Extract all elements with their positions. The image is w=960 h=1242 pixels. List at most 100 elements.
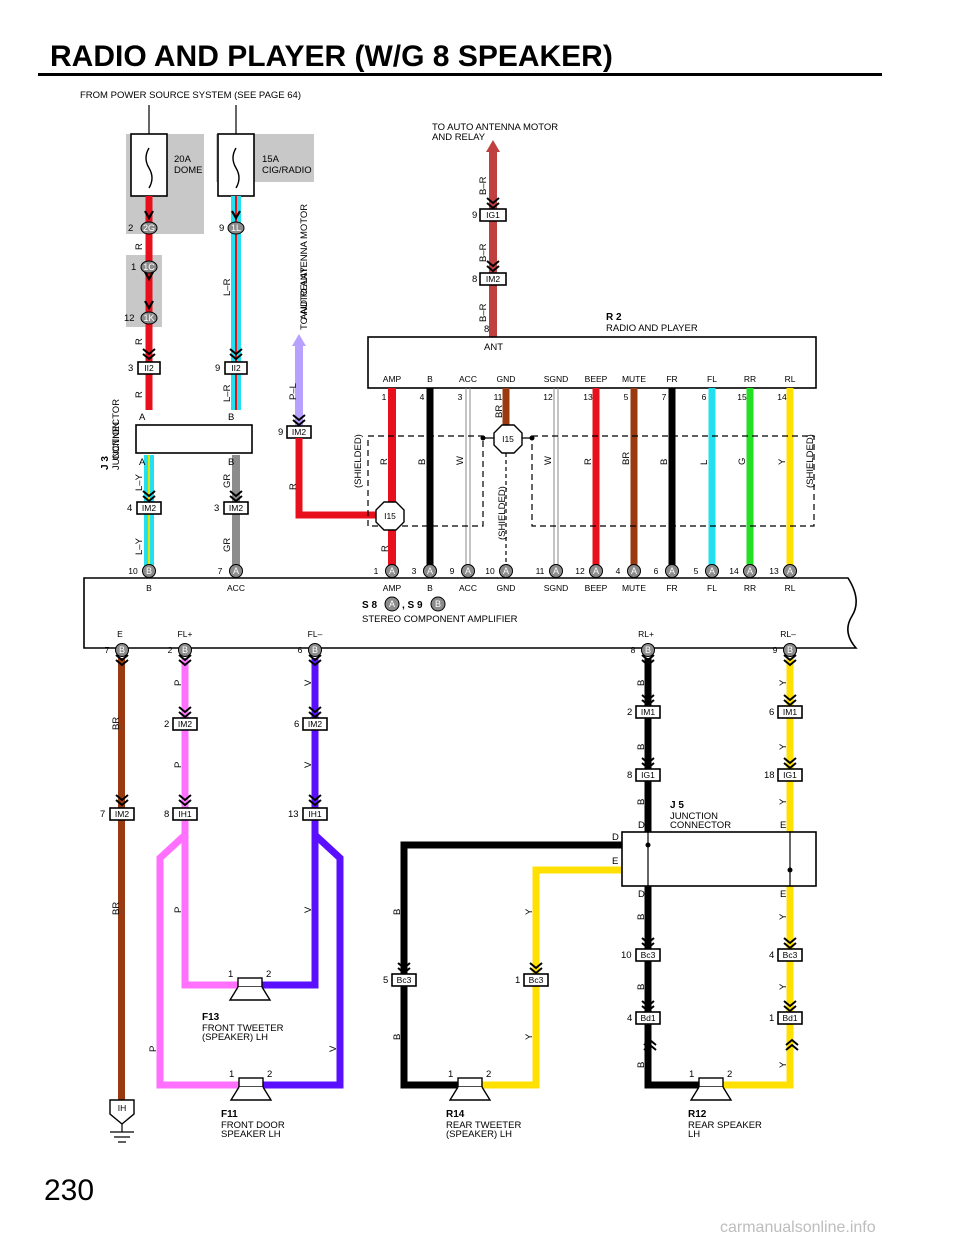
connector-chevron-icon — [178, 794, 192, 807]
fuse-cig-radio-body — [217, 133, 255, 197]
ground-point-ih — [109, 1099, 135, 1125]
speaker-name: FRONT TWEETER — [202, 1023, 284, 1034]
wire-color-label: P — [173, 907, 184, 913]
amplifier-pin-number: 6 — [298, 645, 303, 655]
speaker-icon — [228, 986, 272, 1001]
amplifier-pin-connector: B — [787, 645, 793, 655]
amplifier-pin-number: 10 — [485, 566, 495, 576]
speaker-pin-number: 1 — [228, 969, 233, 980]
amplifier-pin-label: FR — [666, 583, 677, 593]
shielded-region — [531, 435, 815, 527]
connector-IM2 — [109, 807, 135, 821]
connector-IM2-label: IM2 — [229, 503, 243, 513]
junction-dot — [645, 842, 651, 848]
wire-color-label: Y — [778, 743, 789, 750]
wire-color-label: Y — [524, 1033, 535, 1040]
fuse-dome-amp: 20A — [174, 154, 192, 165]
pin-number: 9 — [215, 363, 220, 374]
connector-chevron-icon — [783, 694, 797, 707]
amplifier-output-label: FL– — [308, 629, 323, 639]
amplifier-pin-number: 3 — [412, 566, 417, 576]
wire-color-label: BR — [111, 717, 122, 730]
connector-chevron-icon — [529, 962, 543, 975]
amplifier-pin-connector: B — [312, 645, 318, 655]
pin-number: 13 — [288, 809, 299, 820]
amplifier-pin-label: RR — [744, 583, 756, 593]
fuse-dome-body — [130, 133, 168, 197]
amplifier-pin-label: BEEP — [585, 583, 608, 593]
connector-1L — [227, 221, 245, 235]
shielded-region — [367, 435, 484, 527]
amplifier-pin-connector: A — [389, 566, 395, 576]
connector-1C-label: 1C — [143, 262, 155, 272]
wire-color-label: V — [303, 761, 314, 768]
amplifier-pin-badge — [549, 564, 563, 578]
connector-chevron-icon — [641, 694, 655, 707]
pin-number: 8 — [472, 274, 477, 285]
wire-color-label: GR — [222, 538, 233, 552]
wire-color-label: L–R — [222, 384, 233, 402]
wire-b-rear-tweeter — [400, 841, 648, 1089]
speaker-magnet — [238, 1077, 264, 1088]
radio-pin-number: 5 — [624, 392, 629, 402]
wire-color-label: B — [636, 914, 647, 920]
speaker-pin-number: 2 — [727, 1069, 732, 1080]
connector-chevron-icon — [142, 348, 156, 361]
pin-number: 4 — [769, 950, 774, 961]
amplifier-pin-label: B — [427, 583, 433, 593]
connector-chevron-icon — [144, 271, 154, 282]
amplifier-pin-connector: B — [182, 645, 188, 655]
connector-IM2-label: IM2 — [308, 719, 322, 729]
connector-chevron-icon — [115, 654, 129, 667]
wire-p-fl-plus — [156, 658, 240, 1089]
junction-j3-name: JUNCTIONCONNECTOR — [111, 399, 122, 470]
wire-color-label: B — [417, 459, 428, 465]
amplifier-pin-number: 1 — [374, 566, 379, 576]
speaker-id: R12 — [688, 1109, 707, 1120]
connector-1K-label: 1K — [143, 313, 154, 323]
connector-chevron-icon — [142, 490, 156, 503]
speaker-pin-number: 1 — [229, 1069, 234, 1080]
amplifier-pin-number: 14 — [729, 566, 739, 576]
amplifier-pin-badge — [743, 564, 757, 578]
speaker-pin-number: 2 — [486, 1069, 491, 1080]
connector-badge-B — [430, 596, 446, 612]
wire-p-tweeter — [181, 835, 238, 989]
wire-color-label: Y — [524, 908, 535, 915]
amplifier-output-label: E — [117, 629, 123, 639]
wire-color-label: L–R — [222, 278, 233, 296]
pin-letter: E — [612, 856, 618, 867]
amplifier-pin-badge — [499, 564, 513, 578]
speaker-magnet — [698, 1077, 724, 1088]
amplifier-pin-number: 9 — [450, 566, 455, 576]
wire-color-label: P — [148, 1046, 159, 1052]
connector-chevron-icon — [641, 757, 655, 770]
wire-color-label: R — [380, 545, 391, 552]
amplifier-pin-connector: A — [427, 566, 433, 576]
wire-color-label: Y — [777, 458, 788, 465]
pin-number: 7 — [100, 809, 105, 820]
pin-letter: B — [228, 412, 234, 423]
pin-number: 8 — [164, 809, 169, 820]
amplifier-top-pins: B10BA7ACCA1AMPA3BA9ACCA10GNDA11SGNDA12BE… — [128, 564, 797, 593]
pin-number: 1 — [131, 262, 136, 273]
amplifier-pin-label: RL — [785, 583, 796, 593]
pin-number: 4 — [127, 503, 132, 514]
shielded-label: (SHIELDED) — [805, 434, 816, 488]
pin-letter: D — [612, 832, 619, 843]
wire-color-label: BR — [621, 452, 632, 465]
connector-chevron-icon — [178, 654, 192, 667]
speaker-name: FRONT DOOR — [221, 1120, 285, 1131]
wire-red — [145, 196, 153, 410]
wire-color-label: W — [543, 456, 554, 465]
arrow-up-icon — [486, 140, 500, 152]
speaker-pin-number: 2 — [267, 1069, 272, 1080]
connector-Bc3-label: Bc3 — [783, 950, 798, 960]
pin-number: 9 — [219, 223, 224, 234]
fuse-dome-name: DOME — [174, 165, 203, 176]
connector-badge-label: B — [435, 599, 441, 609]
connector-chevron-icon — [486, 260, 500, 273]
connector-Bc3-label: Bc3 — [397, 975, 412, 985]
wire-color-label: B — [659, 459, 670, 465]
